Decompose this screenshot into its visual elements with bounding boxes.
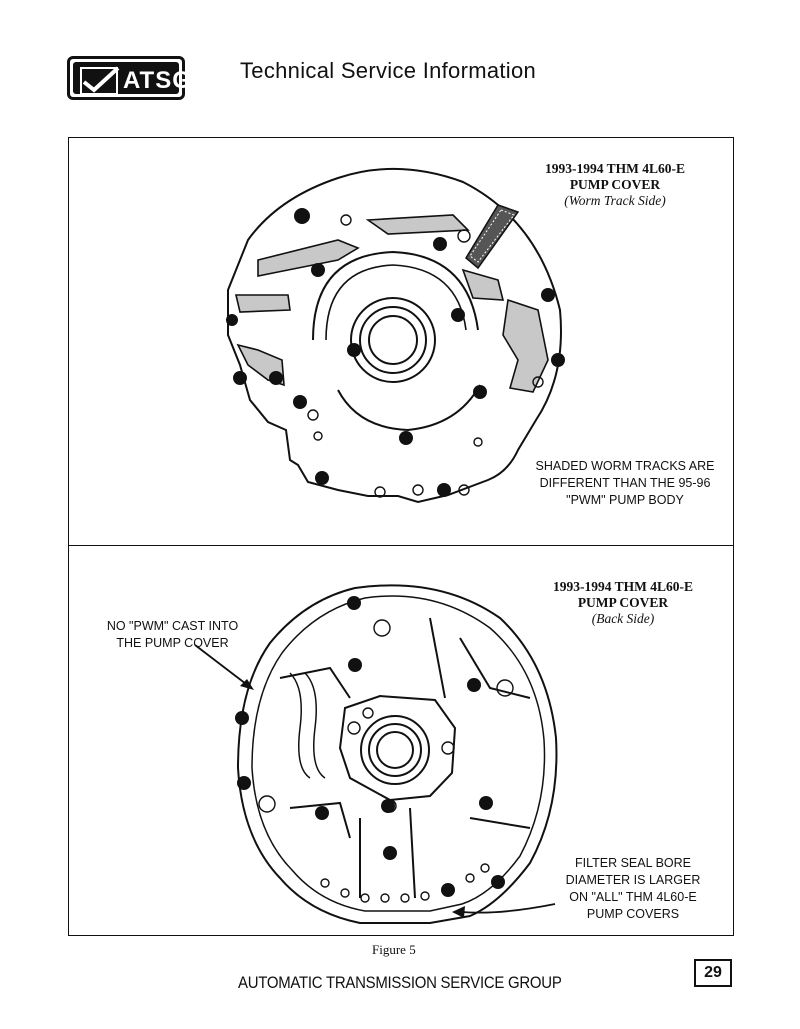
right-note-line1: FILTER SEAL BORE bbox=[574, 856, 691, 870]
left-note-line1: NO "PWM" CAST INTO bbox=[106, 619, 239, 633]
atsg-logo: ATSG bbox=[67, 56, 191, 100]
top-note-line1: SHADED WORM TRACKS ARE bbox=[535, 459, 715, 473]
pump-cover-worm-track-drawing bbox=[226, 167, 565, 504]
figure-label: Figure 5 bbox=[372, 942, 416, 957]
right-note-line4: PUMP COVERS bbox=[586, 907, 680, 921]
pump-cover-back-side-drawing bbox=[235, 584, 558, 924]
shaded-worm-tracks-note: SHADED WORM TRACKS ARE DIFFERENT THAN TH… bbox=[520, 458, 730, 509]
page-title: Technical Service Information bbox=[240, 58, 537, 83]
top-figure-caption: 1993-1994 THM 4L60-E PUMP COVER (Worm Tr… bbox=[540, 161, 690, 209]
bottom-figure-caption: 1993-1994 THM 4L60-E PUMP COVER (Back Si… bbox=[533, 579, 713, 627]
bottom-caption-line3: (Back Side) bbox=[591, 611, 655, 626]
pwm-note-arrow bbox=[194, 644, 254, 690]
top-caption-line1: 1993-1994 THM 4L60-E bbox=[544, 161, 685, 176]
figure-frame bbox=[68, 137, 734, 936]
filter-seal-bore-note: FILTER SEAL BORE DIAMETER IS LARGER ON "… bbox=[548, 855, 718, 923]
right-note-line2: DIAMETER IS LARGER bbox=[565, 873, 701, 887]
right-note-line3: ON "ALL" THM 4L60-E bbox=[569, 890, 697, 904]
figure-divider bbox=[69, 545, 733, 546]
checkmark-icon bbox=[80, 66, 120, 95]
filter-seal-note-arrow bbox=[452, 903, 556, 918]
logo-text: ATSG bbox=[123, 67, 192, 94]
top-note-line2: DIFFERENT THAN THE 95-96 bbox=[539, 476, 711, 490]
top-caption-line3: (Worm Track Side) bbox=[564, 193, 666, 208]
left-note-line2: THE PUMP COVER bbox=[116, 636, 229, 650]
no-pwm-note: NO "PWM" CAST INTO THE PUMP COVER bbox=[80, 618, 265, 652]
bottom-caption-line1: 1993-1994 THM 4L60-E bbox=[552, 579, 693, 594]
page-number: 29 bbox=[694, 959, 732, 987]
footer-text: AUTOMATIC TRANSMISSION SERVICE GROUP bbox=[238, 973, 562, 992]
top-note-line3: "PWM" PUMP BODY bbox=[566, 493, 684, 507]
logo-background: ATSG bbox=[73, 62, 191, 95]
bottom-caption-line2: PUMP COVER bbox=[577, 595, 669, 610]
top-caption-line2: PUMP COVER bbox=[569, 177, 661, 192]
